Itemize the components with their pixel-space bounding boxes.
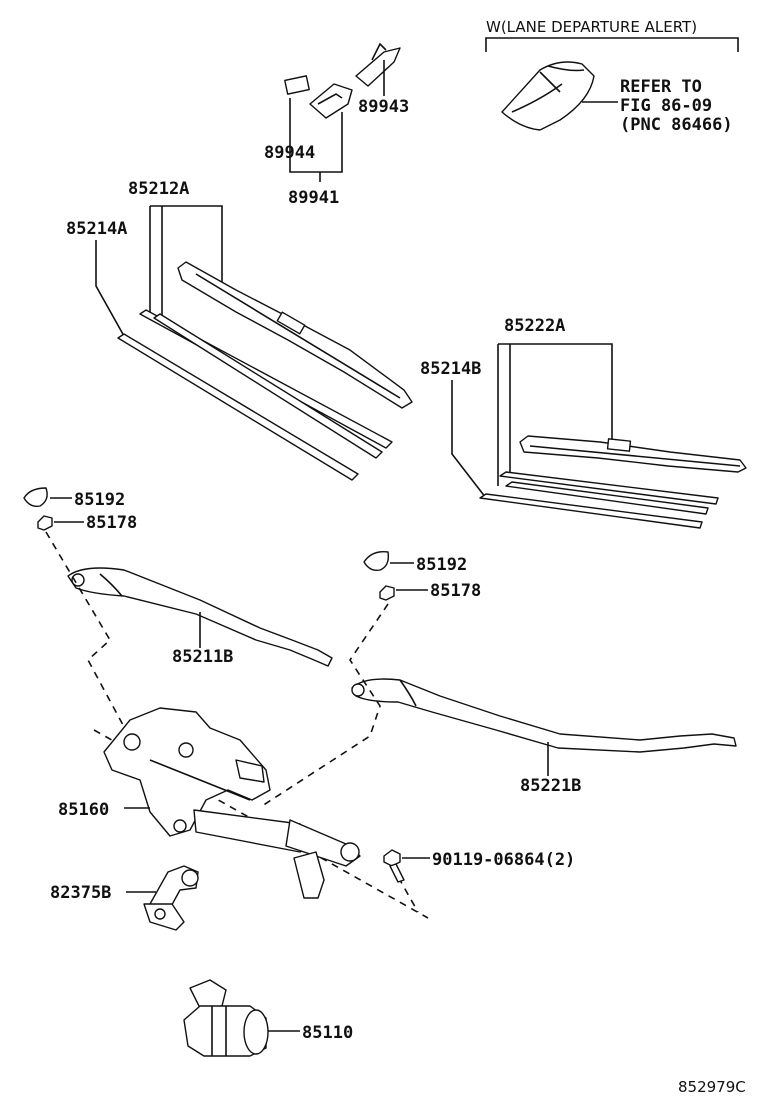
motor-85110-part [183, 979, 269, 1057]
rubber-85214B-part [479, 493, 703, 529]
camera-cover-part [501, 61, 595, 131]
reference-line-3: (PNC 86466) [620, 115, 733, 135]
part-label-85192-left: 85192 [74, 490, 125, 510]
clip-89941-part [309, 83, 353, 119]
part-label-89943: 89943 [358, 97, 409, 117]
reference-line-2: FIG 86-09 [620, 96, 712, 116]
refill-strip-3 [499, 471, 719, 505]
arm-85211B-part [67, 567, 333, 667]
linkage-85160-part [103, 707, 361, 899]
leader-85214A [95, 240, 125, 337]
pad-89944-part [284, 75, 310, 95]
part-label-85214A: 85214A [66, 219, 127, 239]
refill-strip-4 [505, 481, 709, 515]
part-label-85222A: 85222A [504, 316, 565, 336]
rubber-85214A-part [117, 333, 359, 481]
part-label-85212A: 85212A [128, 179, 189, 199]
part-label-89941: 89941 [288, 188, 339, 208]
part-label-85160: 85160 [58, 800, 109, 820]
bracket-89941 [289, 98, 343, 182]
part-label-85211B: 85211B [172, 647, 233, 667]
part-label-85221B: 85221B [520, 776, 581, 796]
nut-85178-right [379, 585, 395, 601]
dash-line-bolt [391, 865, 419, 913]
blade-85222A-part [519, 435, 747, 473]
variant-bracket [485, 37, 739, 52]
blade-85212A-part [177, 261, 413, 409]
part-label-85214B: 85214B [420, 359, 481, 379]
part-label-85178-right: 85178 [430, 581, 481, 601]
part-label-90119: 90119-06864(2) [432, 850, 575, 870]
clip-89943-part [355, 42, 401, 87]
bracket-85222A [497, 343, 613, 486]
part-label-82375B: 82375B [50, 883, 111, 903]
bracket-82375B-part [143, 865, 199, 931]
leader-85214B [451, 380, 487, 499]
part-label-85192-right: 85192 [416, 555, 467, 575]
variant-label: W(LANE DEPARTURE ALERT) [486, 18, 697, 36]
cap-85192-right [363, 551, 390, 572]
dash-line-right [261, 603, 389, 807]
part-label-89944: 89944 [264, 143, 315, 163]
arm-85221B-part [351, 678, 737, 753]
figure-code: 852979C [678, 1078, 746, 1096]
part-label-85178-left: 85178 [86, 513, 137, 533]
reference-line-1: REFER TO [620, 77, 702, 97]
part-label-85110: 85110 [302, 1023, 353, 1043]
bolt-90119-part [383, 849, 405, 883]
cap-85192-left [23, 487, 48, 508]
refill-strip-2 [153, 313, 383, 459]
bracket-85212A [149, 205, 223, 318]
nut-85178-left [37, 515, 53, 531]
dash-line-left [45, 531, 131, 739]
